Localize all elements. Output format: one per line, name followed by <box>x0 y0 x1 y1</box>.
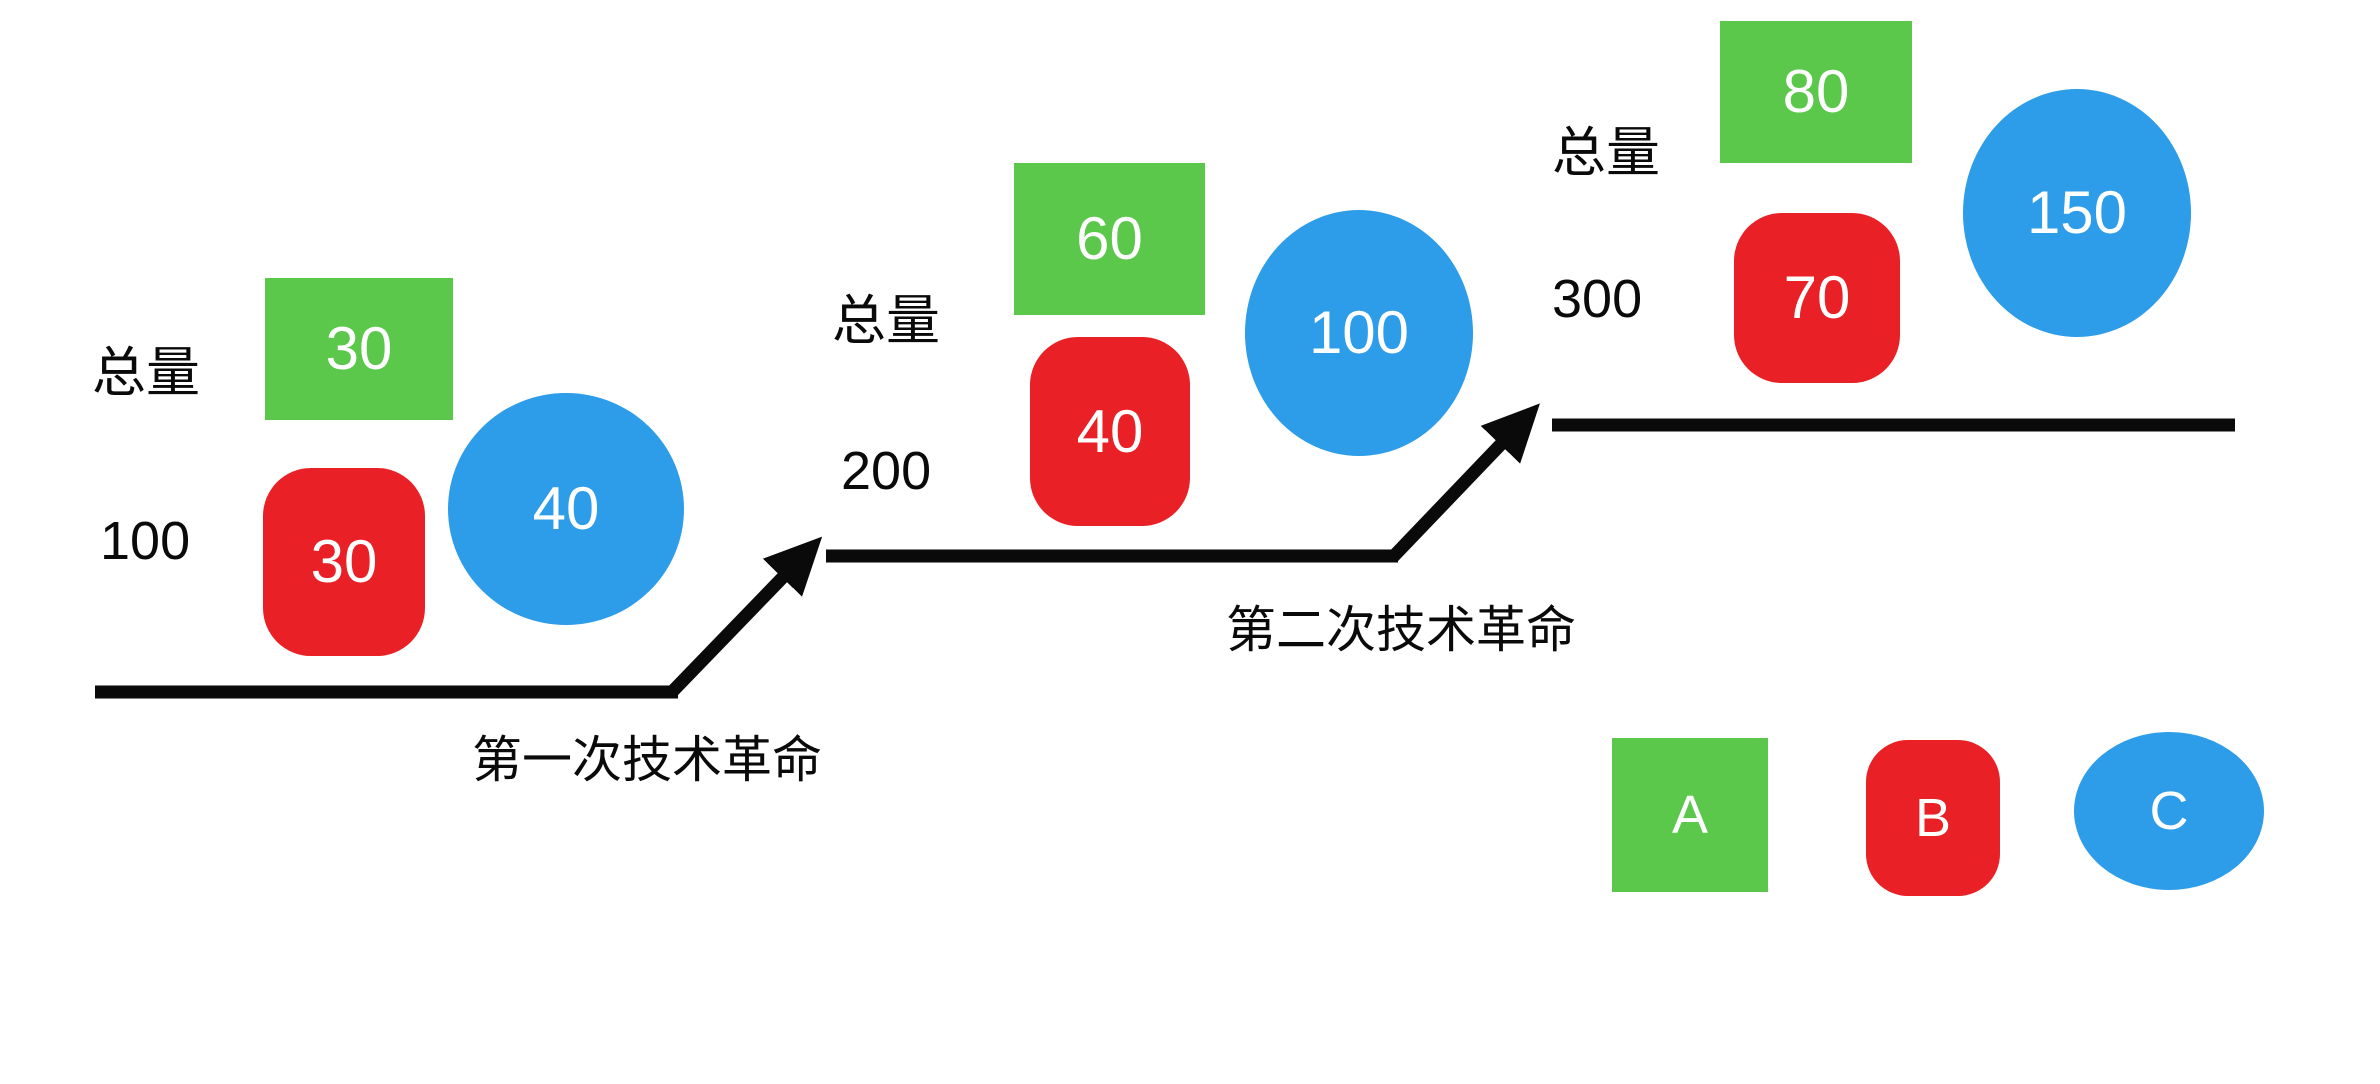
stage3-rounded-b-value: 70 <box>1783 264 1851 331</box>
stage2-square-a-value: 60 <box>1076 205 1143 272</box>
stage1-rounded-b-value: 30 <box>310 528 378 595</box>
legend-ellipse-c: C <box>2074 732 2264 890</box>
stage2-square-a: 60 <box>1014 163 1205 315</box>
arrow-revolution1 <box>665 536 823 699</box>
stage3-total-label: 总量 <box>1552 123 1660 183</box>
legend-ellipse-c-label: C <box>2149 781 2189 841</box>
stage3-circle-c-value: 150 <box>2026 179 2128 246</box>
legend-rounded-b: B <box>1866 740 2000 896</box>
stage3-square-a: 80 <box>1720 21 1912 163</box>
arrow-revolution2 <box>1387 403 1540 563</box>
stage2-rounded-b-value: 40 <box>1076 397 1144 465</box>
stage1-total-value: 100 <box>100 511 191 571</box>
stage1-circle-c: 40 <box>448 393 684 625</box>
revolution2-label: 第二次技术革命 <box>1226 602 1576 658</box>
stage2-rounded-b: 40 <box>1030 337 1190 526</box>
stage3-circle-c: 150 <box>1963 89 2191 337</box>
stage2-total-value: 200 <box>841 441 932 501</box>
stage1-total-label: 总量 <box>92 343 200 403</box>
legend-rounded-b-label: B <box>1914 788 1952 848</box>
stage1-square-a-value: 30 <box>325 315 393 382</box>
stage2-circle-c: 100 <box>1245 210 1473 456</box>
stage2-circle-c-value: 100 <box>1308 299 1410 366</box>
stage1-square-a: 30 <box>265 278 453 420</box>
legend-square-a: A <box>1612 738 1768 892</box>
revolution1-label: 第一次技术革命 <box>472 732 822 788</box>
stage3-rounded-b: 70 <box>1734 213 1900 383</box>
stage1-rounded-b: 30 <box>263 468 425 656</box>
stage3-square-a-value: 80 <box>1782 58 1850 125</box>
legend-square-a-label: A <box>1671 785 1709 845</box>
stage3-total-value: 300 <box>1552 269 1643 329</box>
stage1-circle-c-value: 40 <box>532 475 600 542</box>
stage2-total-label: 总量 <box>832 291 940 351</box>
